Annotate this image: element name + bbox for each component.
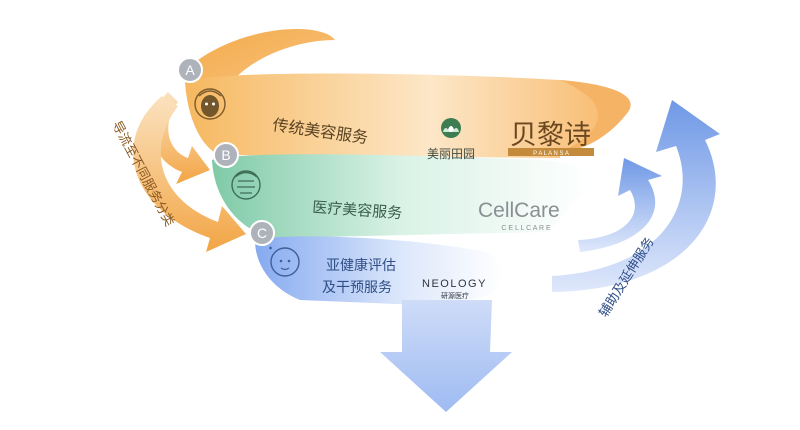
brand-meilitianyuan-name: 美丽田园 [427, 147, 475, 161]
tier-a-badge: A [177, 57, 203, 83]
brand-neology-sub: 研源医疗 [441, 291, 469, 300]
face-mask-icon [194, 88, 226, 120]
right-flow-arrow-1 [578, 158, 662, 252]
orange-back-swoosh [180, 29, 335, 90]
tier-c-label-line2: 及干预服务 [322, 280, 392, 296]
brand-palansa: 贝黎诗 P A L A N S A [508, 120, 594, 157]
brand-neology: NEOLOGY 研源医疗 [422, 278, 487, 300]
tier-a-badge-letter: A [185, 62, 195, 78]
tier-b-band [212, 154, 591, 238]
tier-c-label-line1: 亚健康评估 [326, 257, 396, 274]
left-flow-arrow-2 [133, 96, 246, 252]
right-flow-arrow-2 [552, 100, 720, 292]
brand-palansa-sub: P A L A N S A [533, 151, 569, 157]
tier-b-badge-letter: B [221, 147, 230, 163]
face-lines-icon [231, 170, 261, 200]
down-arrow [380, 300, 512, 412]
tier-c-badge-letter: C [257, 225, 267, 241]
tier-b-badge: B [213, 142, 239, 168]
brand-cellcare-sub: C E L L C A R E [501, 225, 551, 232]
lotus-leaf-icon [441, 118, 461, 138]
tier-c-band [255, 236, 503, 305]
tier-a-band [185, 73, 631, 158]
brand-meilitianyuan: 美丽田园 [427, 118, 475, 161]
brand-cellcare-name: CellCare [478, 199, 560, 222]
face-sparkle-icon [269, 246, 300, 277]
brand-palansa-name: 贝黎诗 [510, 120, 591, 151]
tier-c-badge: C [249, 220, 275, 246]
brand-neology-name: NEOLOGY [422, 278, 487, 290]
brand-cellcare: CellCare C E L L C A R E [478, 199, 560, 232]
tier-a-band-edge [560, 80, 631, 152]
